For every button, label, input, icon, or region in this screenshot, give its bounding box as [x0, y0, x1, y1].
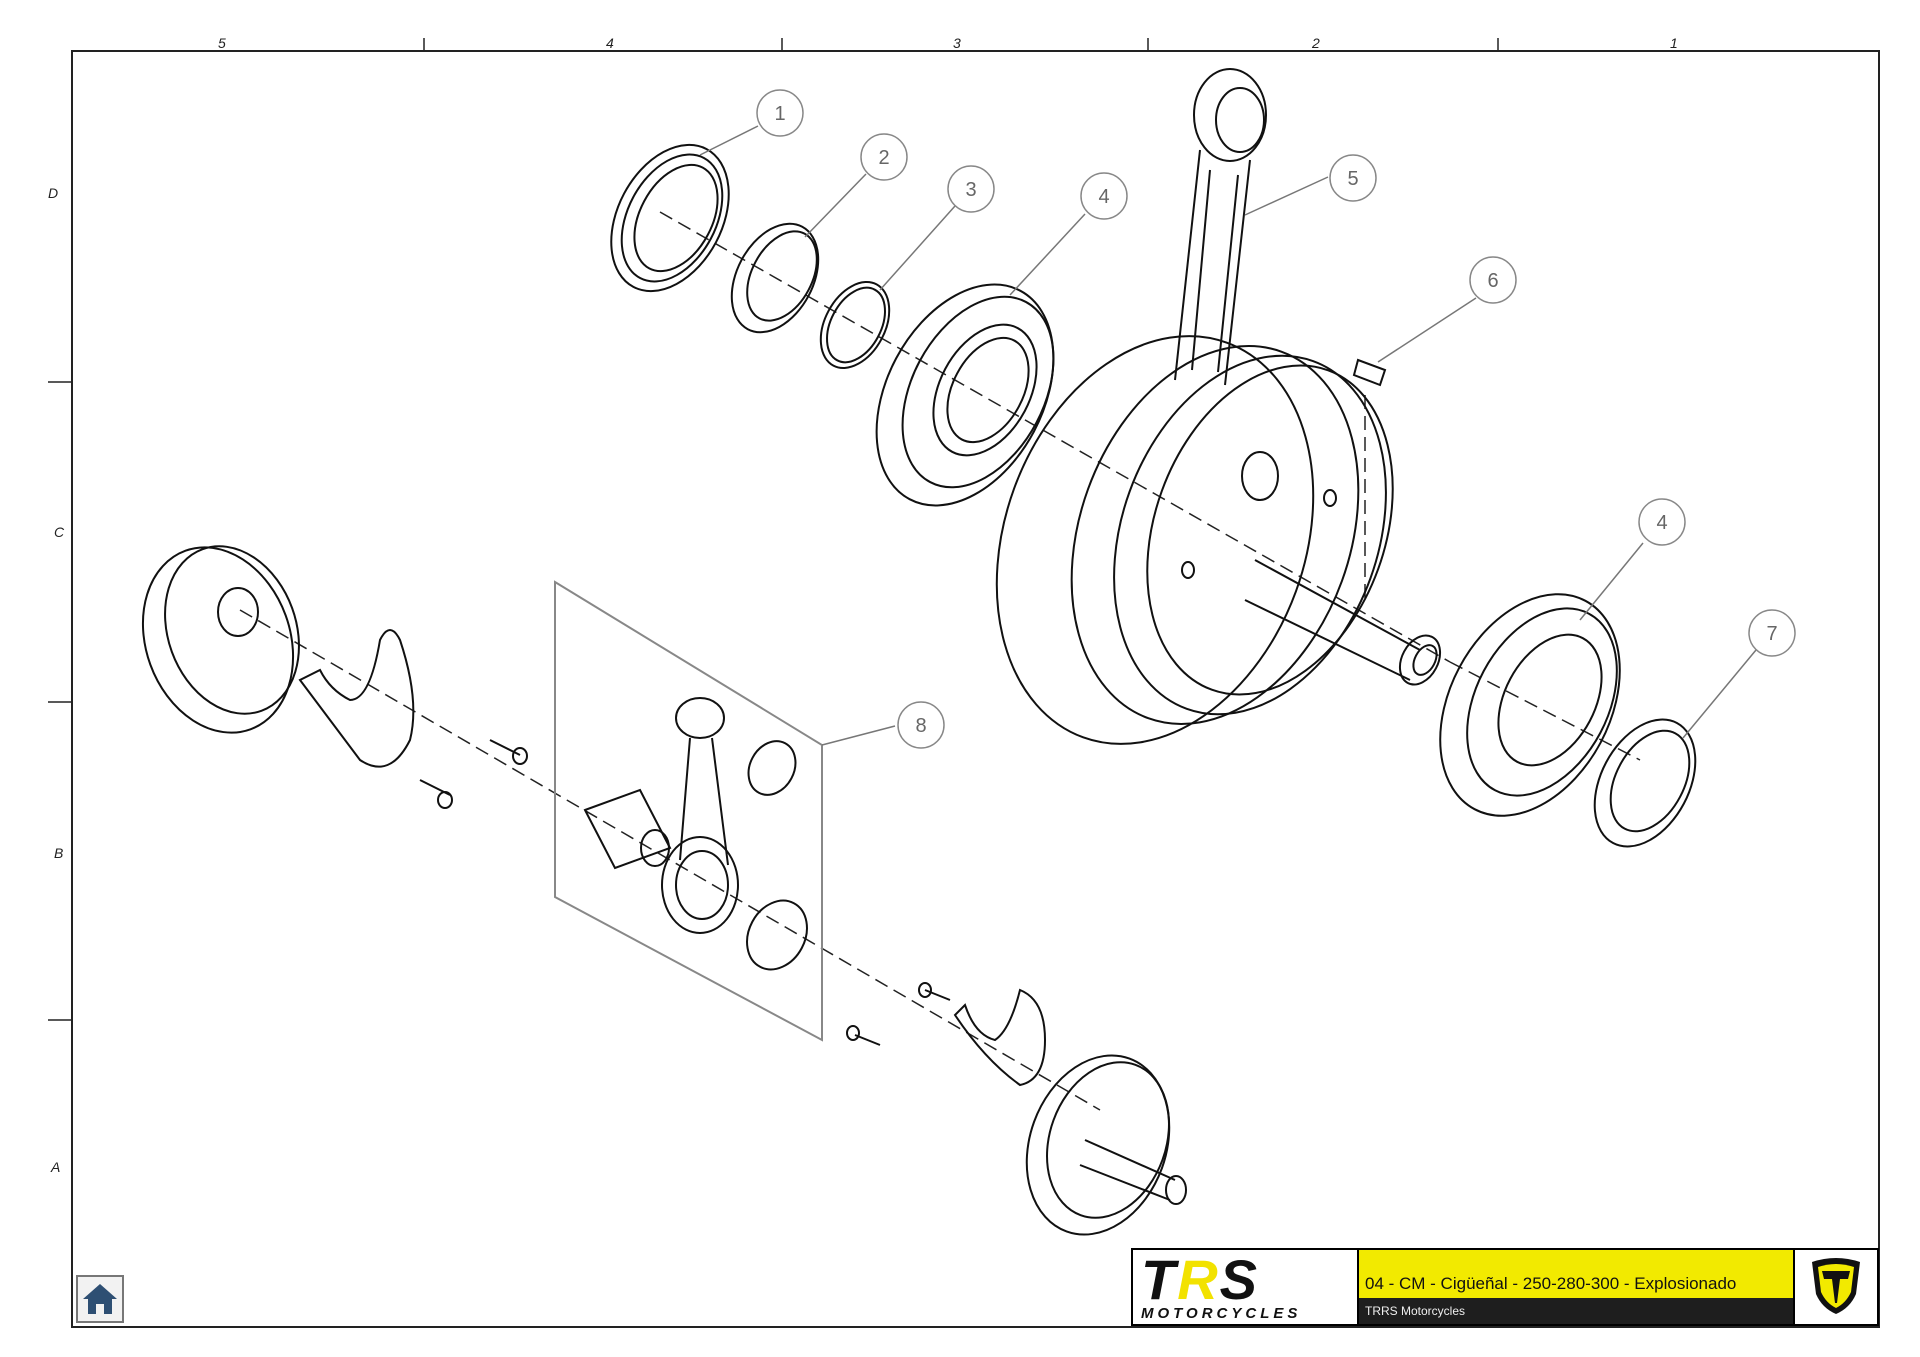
assembly-axis-lines	[239, 211, 1641, 1111]
part-5-connecting-rod	[1174, 68, 1267, 386]
callout-leaders	[699, 125, 1757, 746]
part-6-woodruff-key	[1352, 358, 1387, 387]
part-1-oil-seal	[610, 143, 730, 293]
svg-text:4: 4	[1656, 512, 1667, 534]
zone-col-1: 1	[1670, 35, 1678, 51]
shield-logo-icon	[1812, 1258, 1860, 1314]
home-icon	[83, 1284, 117, 1314]
trrs-emblem	[1793, 1250, 1877, 1324]
crankshaft-flywheels	[995, 335, 1442, 745]
zone-row-a: A	[50, 1159, 60, 1175]
part-4-bearing-lower	[1439, 593, 1621, 817]
part-3-o-ring	[819, 281, 891, 369]
zone-row-d: D	[48, 185, 58, 201]
svg-text:3: 3	[965, 179, 976, 201]
right-crank-half	[846, 982, 1187, 1236]
part-2-bushing	[730, 222, 820, 334]
svg-text:8: 8	[915, 715, 926, 737]
svg-text:5: 5	[1347, 168, 1358, 190]
drawing-title: 04 - CM - Cigüeñal - 250-280-300 - Explo…	[1359, 1250, 1793, 1298]
svg-text:7: 7	[1766, 623, 1777, 645]
zone-col-3: 3	[953, 35, 961, 51]
callout-5: 5	[1329, 154, 1377, 202]
trrs-logo: TRS MOTORCYCLES	[1133, 1250, 1359, 1324]
logo-wordmark: TRS	[1141, 1248, 1260, 1311]
part-4-bearing-upper	[875, 283, 1055, 507]
callout-4-upper: 4	[1080, 172, 1128, 220]
callout-2: 2	[860, 133, 908, 181]
logo-subtext: MOTORCYCLES	[1141, 1305, 1302, 1322]
callout-3: 3	[947, 165, 995, 213]
callout-6: 6	[1469, 256, 1517, 304]
part-7-oil-seal	[1593, 718, 1697, 848]
svg-text:6: 6	[1487, 270, 1498, 292]
zone-row-b: B	[54, 845, 63, 861]
svg-text:1: 1	[774, 103, 785, 125]
callout-7: 7	[1748, 609, 1796, 657]
svg-text:2: 2	[878, 147, 889, 169]
part-8-kit-box	[554, 580, 823, 1042]
callout-4-lower: 4	[1638, 498, 1686, 546]
title-block-text: 04 - CM - Cigüeñal - 250-280-300 - Explo…	[1359, 1250, 1793, 1324]
home-button[interactable]	[76, 1275, 124, 1323]
title-block: TRS MOTORCYCLES 04 - CM - Cigüeñal - 250…	[1131, 1248, 1879, 1326]
drawing-company: TRRS Motorcycles	[1359, 1298, 1793, 1324]
callout-1: 1	[756, 89, 804, 137]
zone-col-4: 4	[606, 35, 614, 51]
callouts: 1 2 3 4 5 6 4 7	[756, 89, 1796, 749]
part-8-rod-kit	[583, 697, 808, 971]
zone-col-5: 5	[218, 35, 226, 51]
svg-text:4: 4	[1098, 186, 1109, 208]
zone-col-2: 2	[1311, 35, 1320, 51]
callout-8: 8	[897, 701, 945, 749]
zone-ticks	[48, 38, 1499, 1021]
sheet-border	[71, 50, 1880, 1328]
zone-row-c: C	[54, 524, 65, 540]
left-crank-half	[141, 545, 528, 809]
